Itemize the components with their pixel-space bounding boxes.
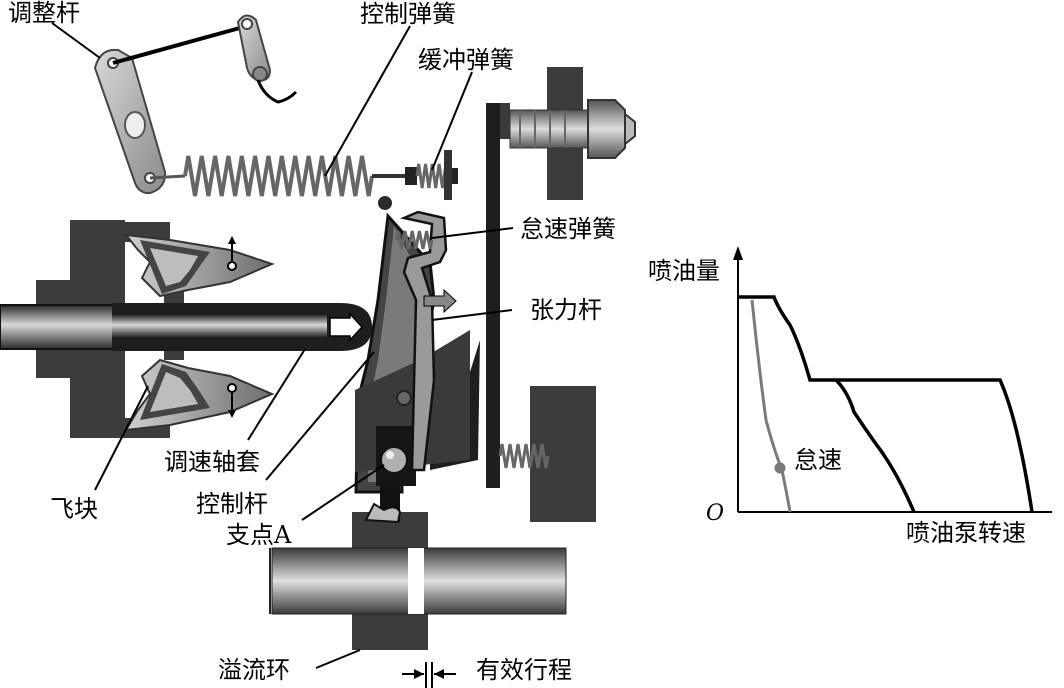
tension-lever xyxy=(394,210,457,472)
graph-full-load-curve xyxy=(738,295,1034,513)
graph-partial-load-curve xyxy=(834,378,916,513)
plunger-pin xyxy=(364,486,402,524)
label-tension-lever: 张力杆 xyxy=(530,296,602,324)
pivot-a-icon xyxy=(380,446,408,474)
housing-plate xyxy=(486,103,510,488)
graph-y-label: 喷油量 xyxy=(648,257,720,285)
plunger xyxy=(269,547,567,615)
adjust-lever xyxy=(93,48,167,195)
label-buffer-spring: 缓冲弹簧 xyxy=(418,46,514,74)
label-spill-ring: 溢流环 xyxy=(218,656,290,684)
flyweight-lower xyxy=(124,358,275,432)
governor-sleeve xyxy=(112,303,372,351)
label-effective-stroke: 有效行程 xyxy=(476,656,572,684)
ball-top xyxy=(378,196,392,210)
characteristic-graph: 喷油量 喷油泵转速 O 怠速 xyxy=(648,246,1052,547)
leader-lines xyxy=(51,22,514,669)
effective-stroke-marker xyxy=(402,662,456,688)
flyweight-upper xyxy=(123,233,275,298)
graph-origin-label: O xyxy=(706,501,724,526)
return-spring xyxy=(498,443,550,469)
label-control-spring: 控制弹簧 xyxy=(360,0,456,28)
graph-idle-point xyxy=(774,462,786,474)
label-governor-sleeve: 调速轴套 xyxy=(164,448,260,476)
label-adjust-lever: 调整杆 xyxy=(8,0,80,27)
graph-x-label: 喷油泵转速 xyxy=(906,519,1026,547)
graph-idle-label: 怠速 xyxy=(794,446,842,474)
buffer-spring xyxy=(405,150,458,200)
label-idle-spring: 怠速弹簧 xyxy=(520,215,616,243)
label-control-lever: 控制杆 xyxy=(196,490,268,518)
control-spring xyxy=(149,155,405,197)
graph-y-arrow xyxy=(733,246,743,260)
throttle-link xyxy=(112,14,298,104)
adjusting-screw xyxy=(509,99,636,159)
label-flyweight: 飞块 xyxy=(50,495,98,523)
label-pivot-a: 支点A xyxy=(226,521,292,549)
graph-idle-curve xyxy=(750,299,792,513)
